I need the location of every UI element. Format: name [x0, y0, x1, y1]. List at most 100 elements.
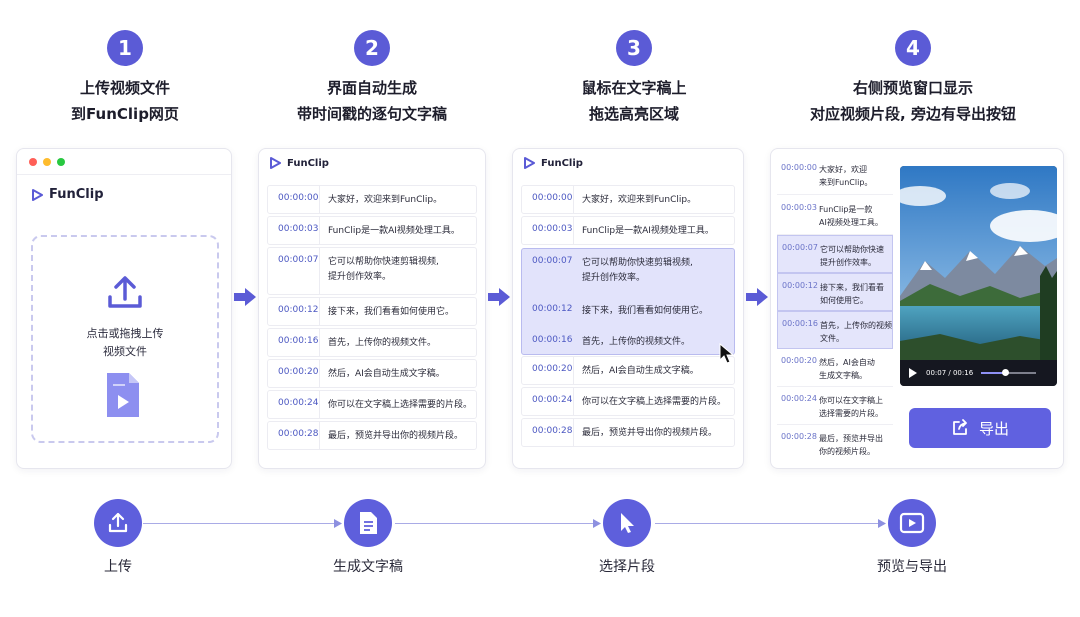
- arrow-right-icon: [488, 288, 510, 306]
- sentence-line: 选择需要的片段。: [819, 409, 883, 418]
- timestamp: 00:00:07: [782, 243, 818, 252]
- sentence-line: 提升创作效率。: [328, 272, 392, 282]
- sentence: 大家好，欢迎来到FunClip。: [328, 195, 443, 205]
- sentence: 你可以在文字稿上选择需要的片段。: [328, 400, 473, 410]
- sentence: FunClip是一款AI视频处理工具。: [582, 226, 714, 236]
- upload-icon: [108, 512, 128, 533]
- funclip-logo-icon: [524, 157, 535, 169]
- sentence-line: 文件。: [820, 334, 844, 343]
- sentence: 接下来，我们看看如何使用它。: [328, 307, 455, 317]
- close-dot[interactable]: [29, 157, 37, 166]
- export-button[interactable]: 导出: [909, 408, 1051, 448]
- step-number: 2: [354, 30, 390, 66]
- sentence: 然后，AI会自动生成文字稿。: [328, 369, 445, 379]
- timestamp: 00:00:16: [532, 335, 573, 345]
- timestamp: 00:00:20: [522, 357, 574, 384]
- timestamp: 00:00:00: [522, 186, 574, 213]
- timestamp: 00:00:16: [268, 329, 320, 356]
- step-title-line2: 到FunClip网页: [71, 105, 179, 123]
- progress-knob[interactable]: [1001, 369, 1009, 376]
- step-3: 3 鼠标在文字稿上 拖选高亮区域: [504, 30, 764, 127]
- flow-label-preview: 预览与导出: [877, 559, 947, 575]
- sentence-line: 接下来，我们看看: [820, 283, 884, 292]
- upload-hint-line1: 点击或拖拽上传: [86, 327, 164, 340]
- timestamp: 00:00:12: [268, 298, 320, 325]
- step-title-line1: 鼠标在文字稿上: [581, 79, 687, 97]
- sentence-line: 来到FunClip。: [819, 178, 873, 187]
- progress-fill: [981, 372, 1006, 374]
- flow-connector: [395, 523, 600, 524]
- sentence-line: 大家好，欢迎: [819, 165, 867, 174]
- sentence: 最后，预览并导出你的视频片段。: [328, 431, 464, 441]
- minimize-dot[interactable]: [43, 157, 51, 166]
- video-preview[interactable]: 00:07 / 00:16: [900, 166, 1057, 386]
- brand-name: FunClip: [541, 157, 583, 169]
- timestamp: 00:00:24: [268, 391, 320, 418]
- step-4: 4 右侧预览窗口显示 对应视频片段, 旁边有导出按钮: [783, 30, 1043, 127]
- transcript-row[interactable]: 00:00:16 首先，上传你的视频文件。: [522, 335, 734, 350]
- flow-connector: [143, 523, 341, 524]
- flow-label-select: 选择片段: [599, 559, 655, 575]
- maximize-dot[interactable]: [57, 157, 65, 166]
- play-icon[interactable]: [908, 368, 918, 378]
- transcript-row[interactable]: 00:00:20 然后，AI会自动生成文字稿。: [521, 356, 735, 385]
- timestamp: 00:00:24: [781, 394, 817, 403]
- arrow-right-icon: [234, 288, 256, 306]
- window-controls: [17, 149, 231, 175]
- transcript-row[interactable]: 00:00:24 你可以在文字稿上选择需要的片段。: [267, 390, 477, 419]
- flow-connector: [655, 523, 885, 524]
- progress-bar[interactable]: [981, 369, 1037, 376]
- transcript-row[interactable]: 00:00:20 然后，AI会自动生成文字稿。: [267, 359, 477, 388]
- sentence: 然后，AI会自动生成文字稿。: [582, 366, 699, 376]
- flow-node-upload: [94, 499, 142, 547]
- step-title-line1: 上传视频文件: [79, 79, 170, 97]
- timestamp: 00:00:20: [268, 360, 320, 387]
- step-title-line2: 带时间戳的逐句文字稿: [296, 105, 447, 123]
- pointer-icon: [621, 513, 634, 533]
- sentence: 它可以帮助你快速剪辑视频,提升创作效率。: [320, 248, 439, 294]
- sentence-line: 最后，预览并导出: [819, 434, 883, 443]
- step-1: 1 上传视频文件 到FunClip网页: [0, 30, 255, 127]
- funclip-logo-icon: [270, 157, 281, 169]
- upload-dropzone[interactable]: 点击或拖拽上传 视频文件: [31, 235, 219, 443]
- play-icon: [899, 512, 925, 534]
- sentence: 它可以帮助你快速剪辑视频,提升创作效率。: [574, 256, 693, 286]
- transcript-row[interactable]: 00:00:12 接下来，我们看看如何使用它。: [267, 297, 477, 326]
- flow-node-select: [603, 499, 651, 547]
- sentence: 你可以在文字稿上选择需要的片段。: [582, 397, 727, 407]
- timestamp: 00:00:20: [781, 356, 817, 365]
- sentence: 首先，上传你的视频文件。: [582, 337, 691, 347]
- sentence-line: AI视频处理工具。: [819, 218, 883, 227]
- sentence-line: 首先，上传你的视频: [820, 321, 892, 330]
- brand: FunClip: [31, 187, 231, 202]
- step-number: 1: [107, 30, 143, 66]
- brand: FunClip: [269, 157, 485, 169]
- brand: FunClip: [523, 157, 743, 169]
- timestamp: 00:00:12: [532, 304, 573, 314]
